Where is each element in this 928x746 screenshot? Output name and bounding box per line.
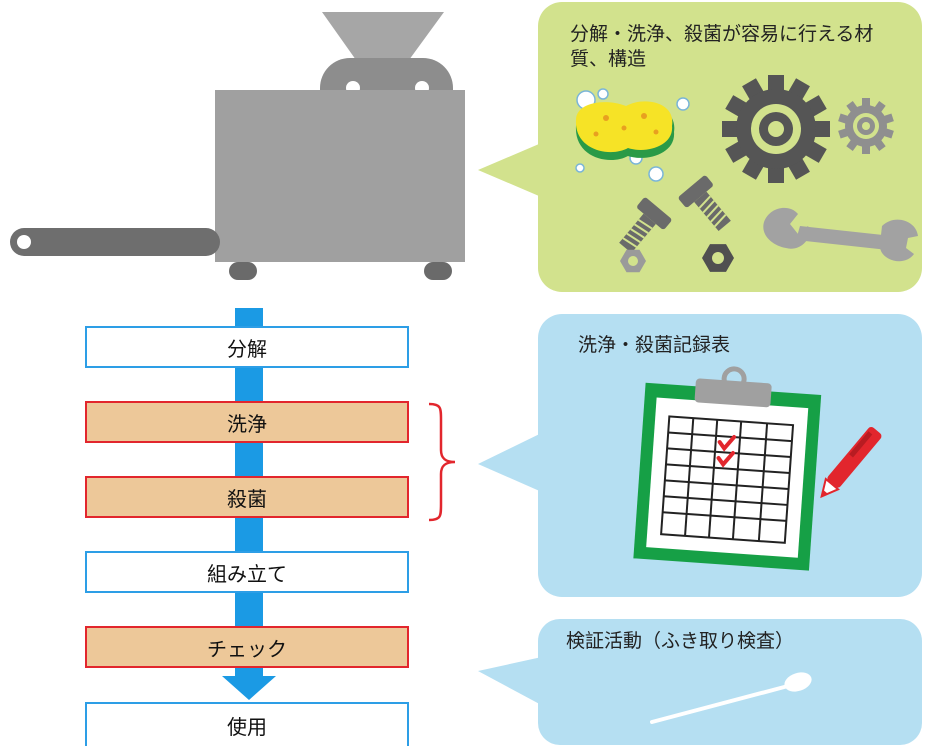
sponge-icon (575, 88, 690, 182)
machine-body (215, 90, 465, 262)
machine-wheel (424, 262, 452, 280)
clipboard-record-icon (633, 366, 822, 571)
step-use: 使用 (85, 702, 409, 746)
conveyor-roller (17, 235, 31, 249)
step-assembly: 組み立て (85, 551, 409, 593)
food-machine-illustration (10, 12, 465, 280)
design-callout-text: 分解・洗浄、殺菌が容易に行える材質、構造 (570, 23, 874, 70)
record-callout-text: 洗浄・殺菌記録表 (578, 334, 731, 356)
wrench-icon (763, 207, 918, 262)
small-gear-icon (838, 98, 894, 154)
verify-callout-text: 検証活動（ふき取り検査） (566, 630, 795, 652)
verify-callout-bubble (478, 619, 922, 745)
step-sterilization: 殺菌 (85, 476, 409, 518)
machine-hopper (322, 12, 444, 60)
conveyor-arm (10, 228, 220, 256)
step-washing: 洗浄 (85, 401, 409, 443)
step-disassembly: 分解 (85, 326, 409, 368)
red-pen-icon (820, 427, 882, 499)
step-check: チェック (85, 626, 409, 668)
nut-icon (620, 249, 646, 273)
large-gear-icon (722, 75, 830, 183)
bolt-icon (678, 175, 731, 232)
nut-icon (702, 244, 734, 272)
machine-wheel (229, 262, 257, 280)
bolt-icon (619, 197, 672, 254)
grouping-brace (428, 402, 456, 522)
swab-icon (650, 672, 812, 724)
